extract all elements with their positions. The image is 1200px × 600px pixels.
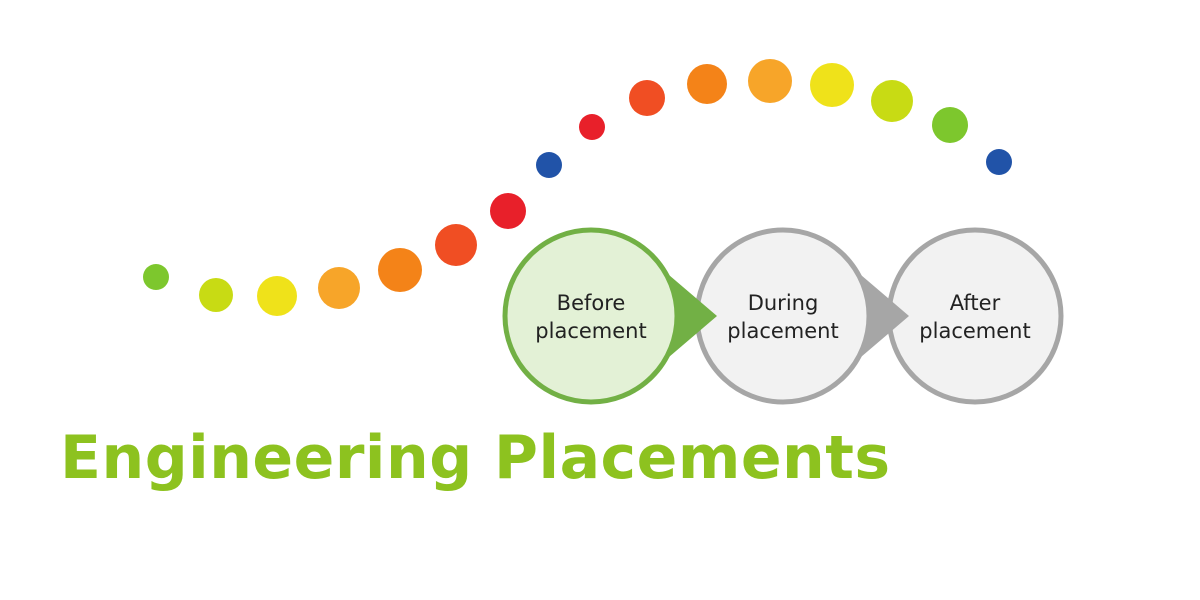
decorative-dot bbox=[871, 80, 913, 122]
decorative-dot bbox=[378, 248, 422, 292]
step-circle bbox=[886, 227, 1064, 405]
step-circle bbox=[694, 227, 872, 405]
step-after-placement: After placement bbox=[886, 227, 1064, 405]
step-label: Before placement bbox=[535, 291, 646, 343]
step-label-line: During bbox=[748, 291, 819, 315]
step-label-line: After bbox=[950, 291, 1001, 315]
step-circle bbox=[502, 227, 680, 405]
step-during-placement: During placement bbox=[694, 227, 909, 405]
decorative-dot bbox=[490, 193, 526, 229]
decorative-dot-arc bbox=[143, 59, 1012, 316]
decorative-dot bbox=[536, 152, 562, 178]
step-label-line: placement bbox=[535, 319, 646, 343]
step-label: During placement bbox=[727, 291, 838, 343]
step-label-line: placement bbox=[727, 319, 838, 343]
placement-steps: After placement During placement Before place… bbox=[502, 227, 1064, 405]
decorative-dot bbox=[810, 63, 854, 107]
decorative-dot bbox=[687, 64, 727, 104]
decorative-dot bbox=[318, 267, 360, 309]
step-pointer-arrow bbox=[856, 271, 909, 361]
decorative-dot bbox=[435, 224, 477, 266]
decorative-dot bbox=[932, 107, 968, 143]
decorative-dot bbox=[143, 264, 169, 290]
decorative-dot bbox=[986, 149, 1012, 175]
step-pointer-arrow bbox=[664, 271, 717, 361]
step-label: After placement bbox=[919, 291, 1030, 343]
decorative-dot bbox=[748, 59, 792, 103]
decorative-dot bbox=[199, 278, 233, 312]
step-label-line: Before bbox=[557, 291, 626, 315]
decorative-dot bbox=[257, 276, 297, 316]
step-before-placement: Before placement bbox=[502, 227, 717, 405]
decorative-dot bbox=[579, 114, 605, 140]
page-title: Engineering Placements bbox=[60, 423, 891, 493]
step-label-line: placement bbox=[919, 319, 1030, 343]
decorative-dot bbox=[629, 80, 665, 116]
